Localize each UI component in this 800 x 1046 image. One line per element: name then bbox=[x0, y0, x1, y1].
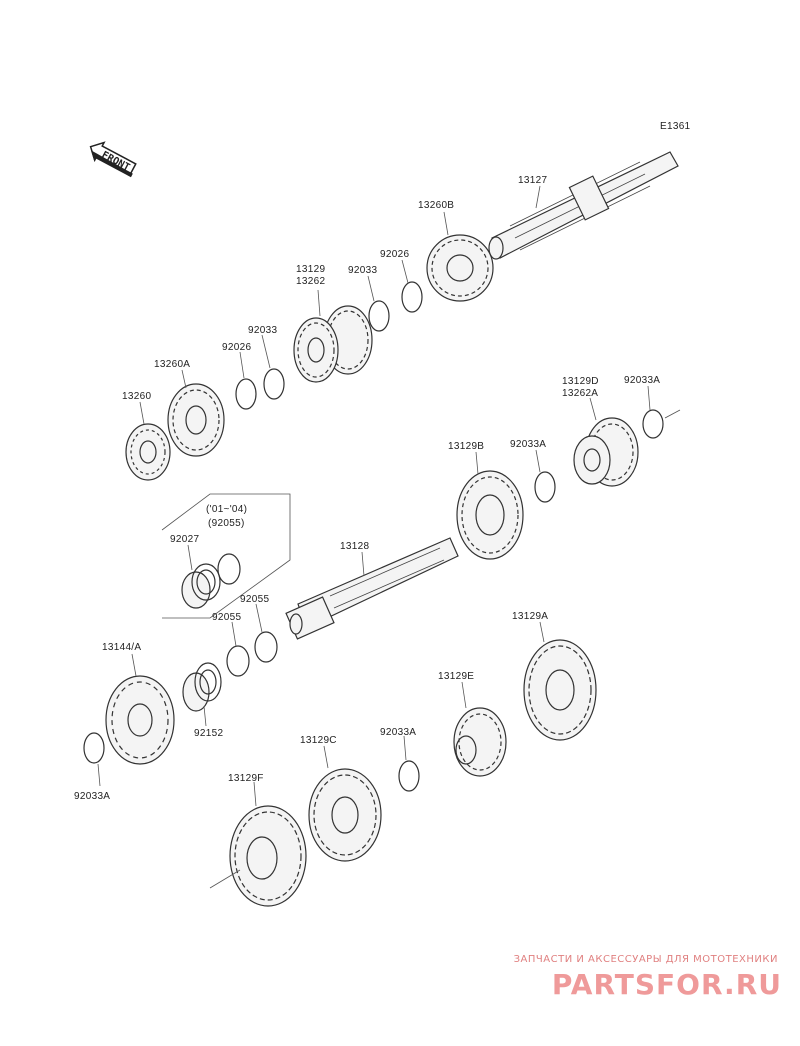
label-13127: 13127 bbox=[518, 175, 547, 186]
label-13260A: 13260A bbox=[154, 359, 190, 370]
label-92027: 92027 bbox=[170, 534, 199, 545]
gear-13129C bbox=[308, 745, 382, 862]
diagram-code: E1361 bbox=[660, 121, 691, 132]
label-92026-b: 92026 bbox=[222, 342, 251, 353]
gear-13129A bbox=[523, 621, 597, 741]
ring-92055-paren bbox=[217, 553, 241, 585]
ring-92026-a bbox=[401, 281, 423, 313]
label-92055-a: 92055 bbox=[212, 612, 241, 623]
label-13129C: 13129C bbox=[300, 735, 337, 746]
label-92033-a: 92033 bbox=[348, 265, 377, 276]
ring-92033-b bbox=[263, 368, 285, 400]
ring-92055-b bbox=[254, 631, 278, 663]
counter-shaft-13128 bbox=[285, 537, 459, 640]
label-92033-b: 92033 bbox=[248, 325, 277, 336]
ring-92026-b bbox=[235, 378, 257, 410]
label-92033A-4: 92033A bbox=[380, 727, 416, 738]
label-92055-paren: (92055) bbox=[208, 518, 245, 529]
main-shaft-13127 bbox=[488, 151, 679, 260]
ring-92033-a bbox=[368, 300, 390, 332]
gear-13260 bbox=[125, 401, 171, 481]
label-92033A-3: 92033A bbox=[74, 791, 110, 802]
label-92033A-1: 92033A bbox=[624, 375, 660, 386]
ring-92055-a bbox=[226, 645, 250, 677]
label-13262: 13262 bbox=[296, 276, 325, 287]
gear-13129D-13262A bbox=[573, 397, 639, 487]
ring-92033A-3 bbox=[83, 732, 105, 764]
watermark-subtitle: ЗАПЧАСТИ И АКСЕССУАРЫ ДЛЯ МОТОТЕХНИКИ bbox=[514, 954, 778, 965]
label-13129A: 13129A bbox=[512, 611, 548, 622]
label-92152: 92152 bbox=[194, 728, 223, 739]
label-13128: 13128 bbox=[340, 541, 369, 552]
label-13260B: 13260B bbox=[418, 200, 454, 211]
label-13129E: 13129E bbox=[438, 671, 474, 682]
bushing-92027 bbox=[181, 544, 221, 609]
watermark-brand: PARTSFOR.RU bbox=[552, 968, 782, 1001]
watermark: ЗАПЧАСТИ И АКСЕССУАРЫ ДЛЯ МОТОТЕХНИКИ PA… bbox=[514, 954, 782, 1001]
variant-bracket bbox=[161, 493, 291, 619]
ring-92033A-1 bbox=[642, 409, 664, 439]
label-92055-b: 92055 bbox=[240, 594, 269, 605]
ring-92033A-2 bbox=[534, 471, 556, 503]
label-13129B: 13129B bbox=[448, 441, 484, 452]
gear-13260B bbox=[426, 211, 494, 302]
gear-13129F bbox=[209, 781, 307, 907]
ring-92033A-4 bbox=[398, 760, 420, 792]
label-13129-top: 13129 bbox=[296, 264, 325, 275]
sprocket-13144 bbox=[105, 653, 175, 765]
label-13262A: 13262A bbox=[562, 388, 598, 399]
gear-13260A bbox=[167, 369, 225, 457]
label-13129F: 13129F bbox=[228, 773, 264, 784]
collar-92152 bbox=[182, 662, 222, 727]
gear-13129E bbox=[453, 681, 507, 777]
label-92033A-2: 92033A bbox=[510, 439, 546, 450]
label-year-range: ('01~'04) bbox=[206, 504, 247, 515]
label-92026-a: 92026 bbox=[380, 249, 409, 260]
label-13260: 13260 bbox=[122, 391, 151, 402]
front-arrow-icon: FRONT bbox=[89, 141, 137, 178]
label-13129D: 13129D bbox=[562, 376, 599, 387]
gear-13129B bbox=[456, 451, 524, 560]
label-13144: 13144/A bbox=[102, 642, 141, 653]
gear-13129-13262 bbox=[293, 289, 373, 383]
